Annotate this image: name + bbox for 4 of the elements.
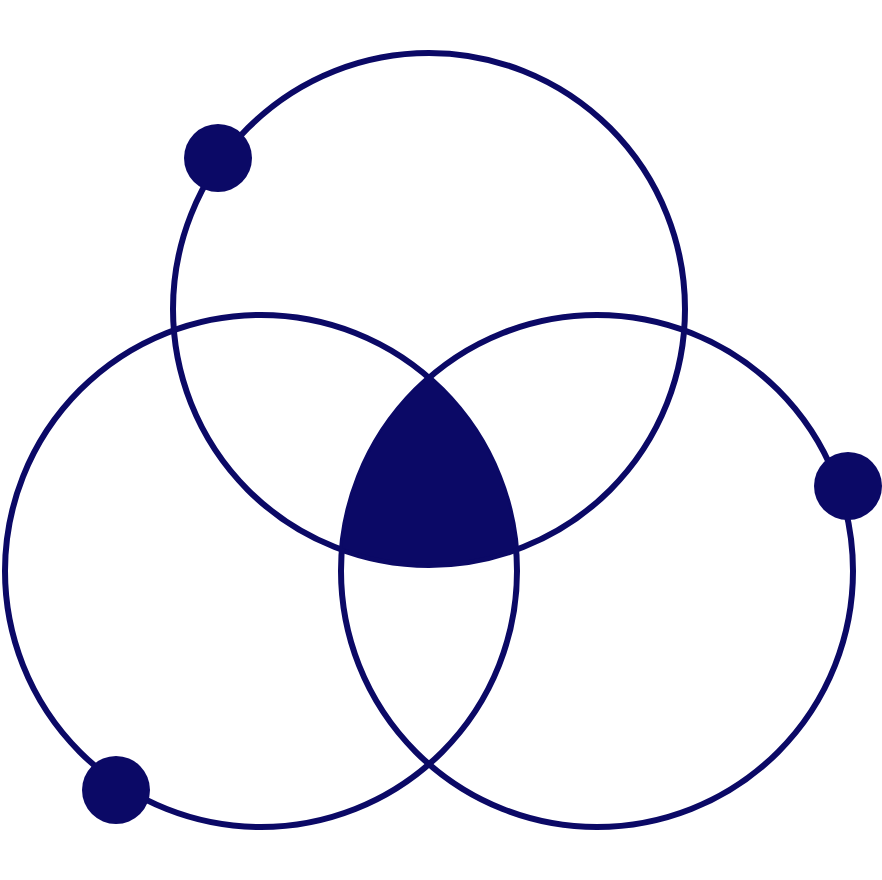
venn-circle [170, 49, 688, 567]
venn-circle [2, 311, 520, 829]
venn-circle [338, 311, 856, 829]
shaded-intersection [341, 376, 517, 564]
